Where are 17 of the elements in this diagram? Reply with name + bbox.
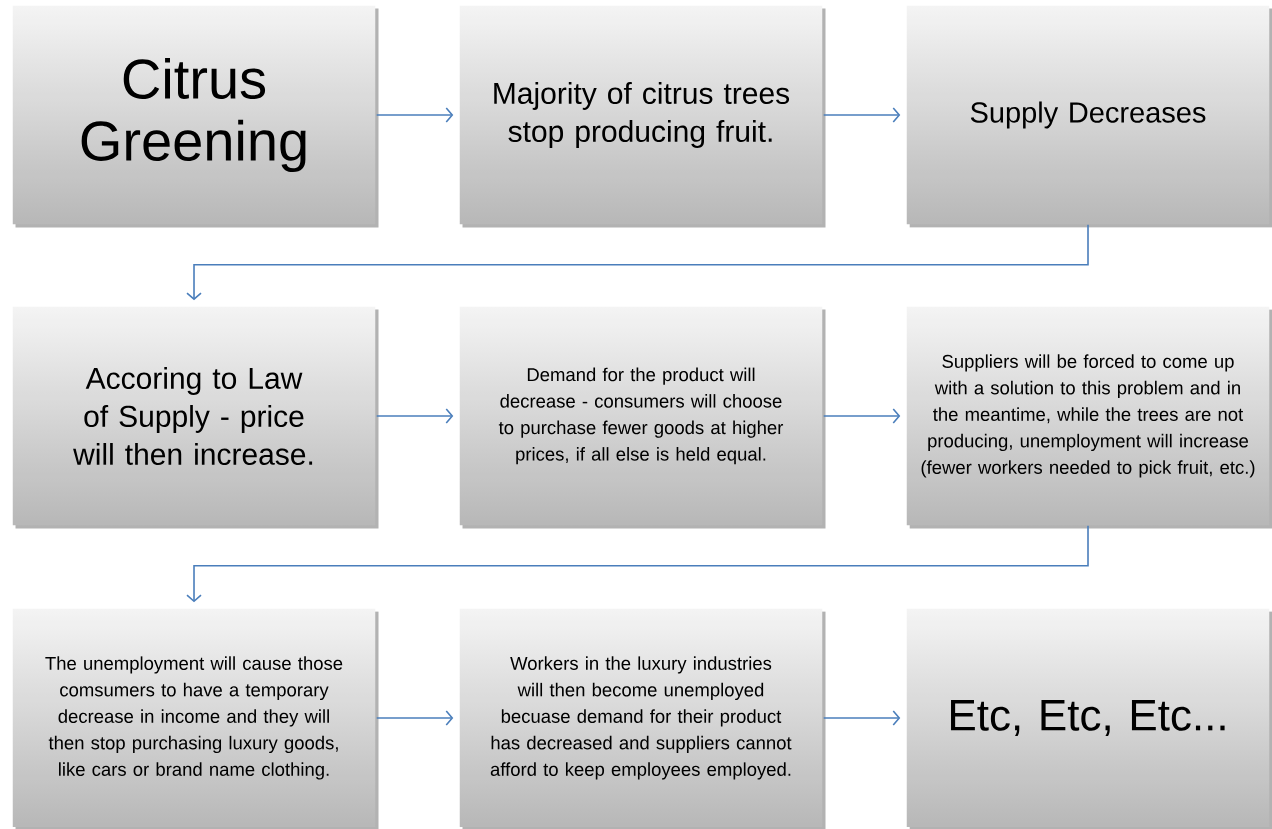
arrow xyxy=(186,223,1089,301)
process-box: Suppliers will be forced to come up with a solution to this problem and in the meantime, while the trees are not producing, unemployment will increase (fewer workers needed to pick fruit, etc.) xyxy=(906,306,1272,529)
process-box: Etc, Etc, Etc... xyxy=(906,608,1272,829)
process-box: Workers in the luxury industries will then become unemployed becuase demand for their product has decreased and suppliers cannot afford to keep employees employed. xyxy=(459,608,826,829)
arrow xyxy=(822,107,901,123)
arrow xyxy=(375,408,454,424)
arrow xyxy=(822,710,901,726)
process-box: Citrus Greening xyxy=(12,5,379,228)
arrow xyxy=(822,408,901,424)
process-box: Supply Decreases xyxy=(906,5,1272,228)
process-box: The unemployment will cause those comsumers to have a temporary decrease in income and they will then stop purchasing luxury goods, like cars or brand name clothing. xyxy=(12,608,379,829)
process-box: Majority of citrus trees stop producing fruit. xyxy=(459,5,826,228)
process-box: Demand for the product will decrease - consumers will choose to purchase fewer goods at higher prices, if all else is held equal. xyxy=(459,306,826,529)
arrow xyxy=(375,710,454,726)
process-box: Accoring to Law of Supply - price will then increase. xyxy=(12,306,379,529)
arrow xyxy=(186,524,1089,603)
arrow xyxy=(375,107,454,123)
